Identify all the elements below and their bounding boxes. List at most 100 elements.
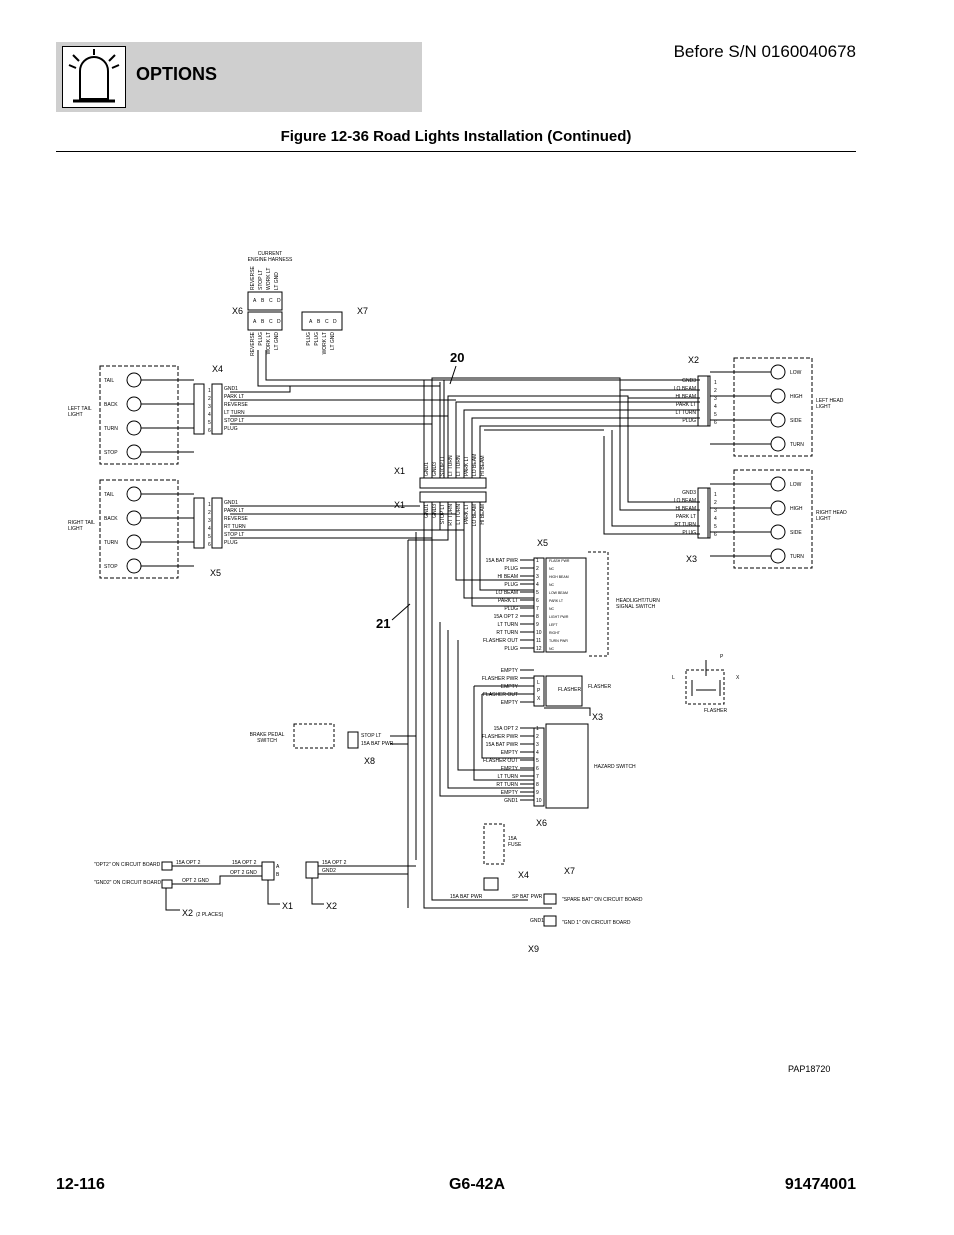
x6-bot-pin-C: C xyxy=(269,319,273,325)
hazard-pin-5: 5 xyxy=(536,758,539,764)
left-head-lamp-0: LOW xyxy=(790,370,802,376)
engine-harness-connector xyxy=(247,291,283,311)
hazard-wire-5: EMPTY xyxy=(501,766,519,772)
x2-board-connector-1 xyxy=(161,861,173,871)
x5-pin-12: 12 xyxy=(536,646,542,652)
left-tail-wire-3: LT TURN xyxy=(224,410,245,416)
x5-pin-3: 3 xyxy=(536,574,539,580)
svg-text:LIGHT: LIGHT xyxy=(816,516,831,522)
x5-switch-8: LEFT xyxy=(549,623,558,627)
ref-21: 21 xyxy=(376,616,390,631)
x6-bot-wire-3: LT GND xyxy=(274,332,280,350)
left-tail-wire-5: PLUG xyxy=(224,426,238,432)
right-head-wire-5: PLUG xyxy=(682,530,696,536)
callout-x5: X5 xyxy=(537,538,548,548)
x5-pin-2: 2 xyxy=(536,566,539,572)
left-tail-wire-4: STOP LT xyxy=(224,418,244,424)
left-tail-name: LEFT TAIL xyxy=(68,406,92,412)
right-tail-wire-4: STOP LT xyxy=(224,532,244,538)
right-head-lamp-2: SIDE xyxy=(790,530,802,536)
x9-connector xyxy=(543,915,557,927)
x6-top-pin-D: D xyxy=(277,298,281,304)
x5-pin-1: 1 xyxy=(536,558,539,564)
right-head-name: RIGHT HEAD xyxy=(816,510,847,516)
x6-top-wire-0: REVERSE xyxy=(250,265,256,290)
right-tail-wire-5: PLUG xyxy=(224,540,238,546)
doc-number: 91474001 xyxy=(784,1176,856,1193)
x5-wire-2: HI BEAM xyxy=(497,574,518,580)
callout-x8: X8 xyxy=(364,756,375,766)
flasher-pin-L: L xyxy=(537,680,540,686)
hazard-pin-10: 10 xyxy=(536,798,542,804)
right-head-wire-3: PARK LT xyxy=(676,514,696,520)
right-tail-pin-1: 1 xyxy=(208,502,211,508)
opt2-label: "OPT2" ON CIRCUIT BOARD xyxy=(94,862,161,868)
x1-top-wire-2: STOP LT xyxy=(440,456,446,476)
x1-top-wire-6: LO BEAM xyxy=(472,454,478,476)
section-title: OPTIONS xyxy=(136,64,218,84)
left-tail-pin-6: 6 xyxy=(208,428,211,434)
x5-switch-3: NC xyxy=(549,583,555,587)
callout-x5-tail: X5 xyxy=(210,568,221,578)
hazard-wire-1: FLASHER PWR xyxy=(482,734,519,740)
callout-x4-fuse: X4 xyxy=(518,870,529,880)
gnd1-label: "GND 1" ON CIRCUIT BOARD xyxy=(562,920,631,926)
svg-text:L: L xyxy=(672,675,675,681)
x1-top-wire-1: GND3 xyxy=(432,462,438,476)
hazard-wire-4: FLASHER OUT xyxy=(483,758,518,764)
right-head-pin-5: 5 xyxy=(714,524,717,530)
left-head-pin-5: 5 xyxy=(714,412,717,418)
x7-labels-pin-A: A xyxy=(309,319,313,325)
hazard-switch-label: HAZARD SWITCH xyxy=(594,764,636,770)
x7-labels-wire-1: PLUG xyxy=(314,332,320,346)
right-tail-wire-3: RT TURN xyxy=(224,524,246,530)
left-tail-wire-2: REVERSE xyxy=(224,402,249,408)
flasher-label: FLASHER xyxy=(588,684,611,690)
right-tail-name: RIGHT TAIL xyxy=(68,520,95,526)
page-number: 12-116 xyxy=(56,1176,105,1193)
right-head-pin-3: 3 xyxy=(714,508,717,514)
left-head-pin-6: 6 xyxy=(714,420,717,426)
x7-spare-connector xyxy=(543,893,557,905)
flasher-connector xyxy=(533,675,545,707)
x7-labels-wire-2: WORK LT xyxy=(322,332,328,354)
svg-text:LIGHT: LIGHT xyxy=(68,412,83,418)
x6-top-wire-2: WORK LT xyxy=(266,268,272,290)
x7-labels-pin-B: B xyxy=(317,319,321,325)
svg-text:15A BAT PWR: 15A BAT PWR xyxy=(361,741,394,747)
x6-top-pin-C: C xyxy=(269,298,273,304)
x5-switch-7: LIGHT PWR xyxy=(549,615,569,619)
brake-pedal-switch xyxy=(293,723,335,749)
x6-top-wire-3: LT GND xyxy=(274,272,280,290)
x5-switch-1: NC xyxy=(549,567,555,571)
x5-pin-5: 5 xyxy=(536,590,539,596)
left-head-pin-1: 1 xyxy=(714,380,717,386)
x1-top-wire-5: PARK LT xyxy=(464,456,470,476)
left-head-wire-3: PARK LT xyxy=(676,402,696,408)
hazard-wire-7: RT TURN xyxy=(496,782,518,788)
svg-text:GND2: GND2 xyxy=(322,868,336,874)
x5-wire-3: PLUG xyxy=(504,582,518,588)
flasher-symbol-label: FLASHER xyxy=(704,708,727,714)
right-tail-wire-0: GND1 xyxy=(224,500,238,506)
x1-top-wire-3: LT TURN xyxy=(448,455,454,476)
left-tail-pin-1: 1 xyxy=(208,388,211,394)
x5-wire-10: FLASHER OUT xyxy=(483,638,518,644)
right-head-lamp-1: HIGH xyxy=(790,506,803,512)
right-tail-wire-1: PARK LT xyxy=(224,508,244,514)
x5-pin-9: 9 xyxy=(536,622,539,628)
left-head-wire-2: HI BEAM xyxy=(675,394,696,400)
x1-board-connector xyxy=(261,861,275,881)
x4-connector xyxy=(483,877,499,891)
callout-x3-head: X3 xyxy=(686,554,697,564)
right-tail-pin-3: 3 xyxy=(208,518,211,524)
x6-bot-pin-A: A xyxy=(253,319,257,325)
road-light-icon xyxy=(62,46,126,108)
figure-title: Figure 12-36 Road Lights Installation (C… xyxy=(280,128,632,145)
svg-text:15A OPT 2: 15A OPT 2 xyxy=(232,860,257,866)
